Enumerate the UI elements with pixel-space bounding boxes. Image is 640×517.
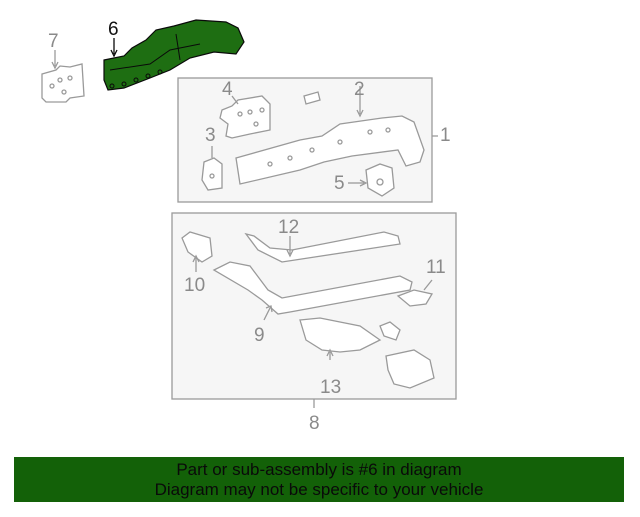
banner-line-1: Part or sub-assembly is #6 in diagram [176, 460, 462, 479]
callout-10[interactable]: 10 [184, 275, 206, 296]
callout-5[interactable]: 5 [334, 173, 345, 194]
callout-1[interactable]: 1 [440, 125, 451, 146]
highlighted-part-6 [103, 19, 245, 91]
callout-8[interactable]: 8 [309, 413, 320, 434]
info-banner: Part or sub-assembly is #6 in diagram Di… [14, 457, 624, 502]
callout-6[interactable]: 6 [108, 19, 119, 40]
callout-7[interactable]: 7 [48, 31, 59, 52]
banner-line-2: Diagram may not be specific to your vehi… [154, 480, 484, 499]
callout-3[interactable]: 3 [205, 125, 216, 146]
callout-2[interactable]: 2 [354, 79, 365, 100]
callout-4[interactable]: 4 [222, 79, 233, 100]
callout-13[interactable]: 13 [320, 377, 342, 398]
callout-9[interactable]: 9 [254, 325, 265, 346]
callout-11[interactable]: 11 [426, 257, 446, 278]
callout-12[interactable]: 12 [278, 217, 300, 238]
